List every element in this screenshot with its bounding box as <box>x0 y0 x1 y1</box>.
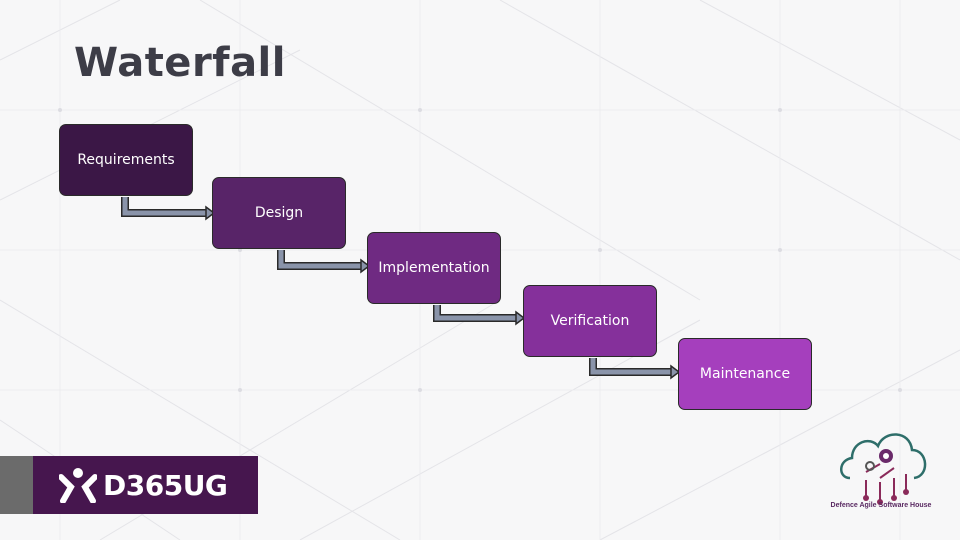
dash-logo-caption: Defence Agile Software House <box>830 502 932 509</box>
d365ug-logo-bar: D365UG <box>0 456 258 514</box>
person-figure-icon <box>59 468 97 503</box>
step-box-implementation: Implementation <box>367 232 501 304</box>
page-title: Waterfall <box>74 40 286 86</box>
logo-bar-accent <box>0 456 33 514</box>
step-label-verification: Verification <box>550 313 630 329</box>
cloud-gear-icon <box>840 433 927 505</box>
d365ug-logo-text: D365UG <box>103 468 228 502</box>
step-label-design: Design <box>254 205 304 221</box>
logo-bar-main: D365UG <box>33 456 258 514</box>
step-label-implementation: Implementation <box>378 260 490 276</box>
step-box-design: Design <box>212 177 346 249</box>
step-label-requirements: Requirements <box>77 152 175 168</box>
step-box-verification: Verification <box>523 285 657 357</box>
step-label-maintenance: Maintenance <box>699 366 791 382</box>
step-box-maintenance: Maintenance <box>678 338 812 410</box>
step-box-requirements: Requirements <box>59 124 193 196</box>
